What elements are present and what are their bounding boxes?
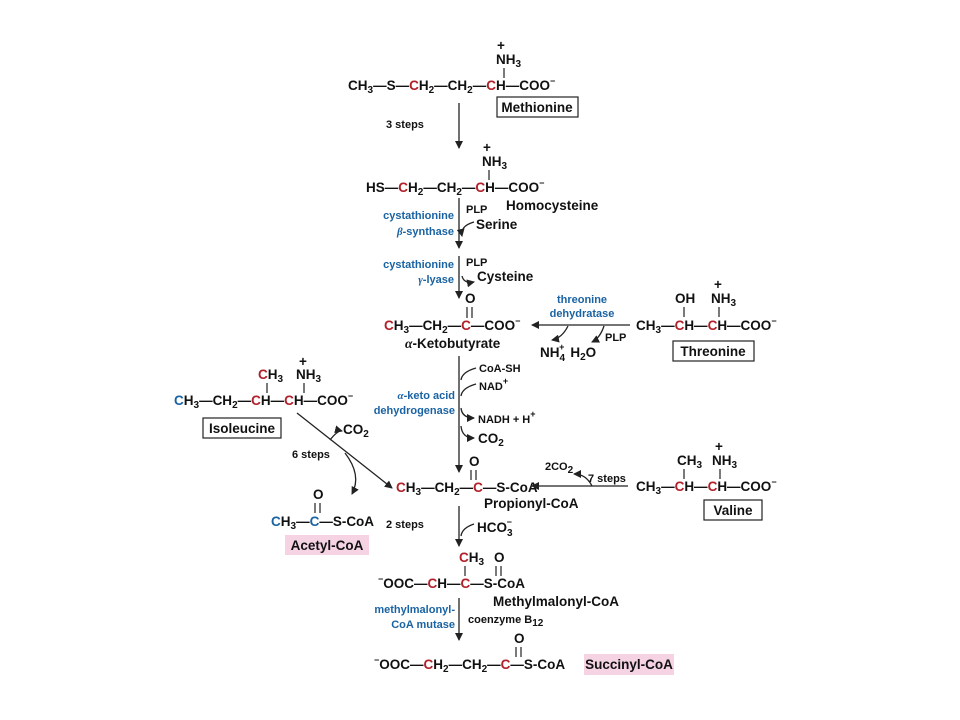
- coa-input-arrow: [460, 367, 477, 381]
- methionine-box: [496, 96, 579, 118]
- nadh-output-arrow: [460, 407, 475, 422]
- valine-box: [703, 499, 763, 521]
- step-count-label: 7 steps: [588, 473, 626, 485]
- plus-charge: +: [714, 277, 722, 292]
- threonine-dehydratase-label-line1: threonine: [557, 294, 607, 306]
- valine-structure: CH3—CH—CH—COO−: [636, 477, 777, 497]
- serine-label: Serine: [476, 217, 518, 232]
- plus-charge: +: [715, 439, 723, 454]
- homocysteine-structure: HS—CH2—CH2—CH—COO−: [366, 178, 544, 198]
- acetyl-coa-highlight: [285, 535, 369, 555]
- isoleucine-to-propionyl-arrow: [296, 412, 393, 489]
- step-count-label: 2 steps: [386, 519, 424, 531]
- plus-charge: +: [497, 38, 505, 53]
- hydroxyl-group: OH: [675, 291, 695, 306]
- propionyl-coa-name: Propionyl-CoA: [484, 496, 579, 511]
- carbonyl-oxygen: O: [465, 291, 476, 306]
- water-output-arrow: [591, 325, 605, 343]
- propionyl-coa-molecule: O CH3—CH2—C—S-CoA Propionyl-CoA: [396, 454, 579, 511]
- step-count-label: 6 steps: [292, 449, 330, 461]
- methylmalonyl-coa-molecule: CH3 O −OOC—CH—C—S-CoA Methylmalonyl-CoA: [378, 550, 619, 609]
- methylmalonyl-coa-mutase-label-line2: CoA mutase: [391, 619, 455, 631]
- methylmalonyl-coa-structure: −OOC—CH—C—S-CoA: [378, 574, 525, 591]
- step-count-label: 3 steps: [386, 119, 424, 131]
- homocysteine-name: Homocysteine: [506, 198, 599, 213]
- cysteine-label: Cysteine: [477, 269, 534, 284]
- ammonium-output-arrow: [551, 325, 569, 343]
- nh3-group: NH3: [711, 291, 737, 309]
- plus-charge: +: [299, 354, 307, 369]
- cystathionine-beta-synthase-label-line2: β-synthase: [396, 226, 454, 238]
- methionine-molecule: + NH3 CH3—S—CH2—CH2—CH—COO− Methionine: [348, 38, 579, 118]
- methionine-structure: CH3—S—CH2—CH2—CH—COO−: [348, 76, 555, 96]
- succinyl-coa-highlight: [584, 654, 674, 675]
- alpha-ketobutyrate-molecule: O CH3—CH2—C—COO− α-Ketobutyrate: [384, 291, 520, 351]
- nh3-group: NH3: [496, 52, 522, 70]
- coa-sh-input: CoA-SH: [479, 363, 521, 375]
- isoleucine-structure: CH3—CH2—CH—CH—COO−: [174, 391, 353, 411]
- carbonyl-oxygen: O: [469, 454, 480, 469]
- ammonium-water-products: NH4+H2O: [540, 342, 596, 364]
- cystathionine-gamma-lyase-label-line1: cystathionine: [383, 259, 454, 271]
- nad-input: NAD+: [479, 376, 508, 393]
- isoleucine-co2-label: CO2: [343, 422, 369, 440]
- plp-cofactor: PLP: [466, 204, 487, 216]
- cysteine-output-arrow: [461, 275, 475, 288]
- alpha-ketobutyrate-structure: CH3—CH2—C—COO−: [384, 316, 520, 336]
- co2-output: CO2: [478, 431, 504, 449]
- isoleucine-molecule: + CH3 NH3 CH3—CH2—CH—CH—COO− Isoleucine: [174, 354, 353, 439]
- propionyl-coa-structure: CH3—CH2—C—S-CoA: [396, 480, 538, 498]
- isoleucine-box: [202, 417, 282, 439]
- carbonyl-oxygen: O: [514, 631, 525, 646]
- methionine-name: Methionine: [501, 100, 573, 115]
- bicarbonate-input: HCO3−: [477, 517, 513, 539]
- isoleucine-to-acetyl-arrow: [344, 452, 359, 495]
- threonine-dehydratase-label-line2: dehydratase: [550, 308, 615, 320]
- serine-input-arrow: [456, 221, 475, 237]
- methyl-branch: CH3: [677, 453, 703, 471]
- cystathionine-beta-synthase-label-line1: cystathionine: [383, 210, 454, 222]
- cystathionine-gamma-lyase-label-line2: γ-lyase: [418, 274, 454, 286]
- valine-co2-label: 2CO2: [545, 461, 574, 476]
- co2-output-arrow: [460, 425, 475, 442]
- acetyl-coa-name: Acetyl-CoA: [291, 538, 364, 553]
- nadh-output: NADH + H+: [478, 409, 536, 426]
- methyl-branch: CH3: [258, 367, 284, 385]
- valine-molecule: + CH3 NH3 CH3—CH—CH—COO− Valine: [636, 439, 777, 521]
- succinyl-coa-molecule: O −OOC—CH2—CH2—C—S-CoA Succinyl-CoA: [374, 631, 674, 675]
- carbonyl-oxygen: O: [313, 487, 324, 502]
- coenzyme-b12-cofactor: coenzyme B12: [468, 614, 544, 629]
- threonine-box: [672, 340, 755, 362]
- plp-cofactor: PLP: [466, 257, 487, 269]
- acetyl-coa-structure: CH3—C—S-CoA: [271, 514, 374, 532]
- nh3-group: NH3: [712, 453, 738, 471]
- nad-input-arrow: [460, 383, 477, 397]
- succinyl-coa-name: Succinyl-CoA: [585, 657, 673, 672]
- keto-acid-dehydrogenase-label-line2: dehydrogenase: [374, 405, 455, 417]
- carbonyl-oxygen: O: [494, 550, 505, 565]
- succinyl-coa-structure: −OOC—CH2—CH2—C—S-CoA: [374, 655, 565, 675]
- keto-acid-dehydrogenase-label-line1: α-keto acid: [398, 390, 455, 402]
- methylmalonyl-coa-name: Methylmalonyl-CoA: [493, 594, 619, 609]
- bicarbonate-input-arrow: [460, 523, 475, 537]
- isoleucine-name: Isoleucine: [209, 421, 276, 436]
- plus-charge: +: [483, 140, 491, 155]
- plp-cofactor: PLP: [605, 332, 626, 344]
- threonine-name: Threonine: [680, 344, 746, 359]
- homocysteine-molecule: + NH3 HS—CH2—CH2—CH—COO− Homocysteine: [366, 140, 599, 213]
- isoleucine-co2-output-arrow: [329, 425, 343, 441]
- threonine-structure: CH3—CH—CH—COO−: [636, 316, 777, 336]
- methyl-branch: CH3: [459, 550, 485, 568]
- methylmalonyl-coa-mutase-label-line1: methylmalonyl-: [374, 604, 455, 616]
- alpha-ketobutyrate-name: α-Ketobutyrate: [405, 336, 501, 351]
- threonine-molecule: OH + NH3 CH3—CH—CH—COO− Threonine: [636, 277, 777, 362]
- valine-co2-output-arrow: [573, 470, 593, 487]
- acetyl-coa-molecule: O CH3—C—S-CoA Acetyl-CoA: [271, 487, 374, 555]
- nh3-group: NH3: [482, 154, 508, 172]
- nh3-group: NH3: [296, 367, 322, 385]
- valine-name: Valine: [713, 503, 753, 518]
